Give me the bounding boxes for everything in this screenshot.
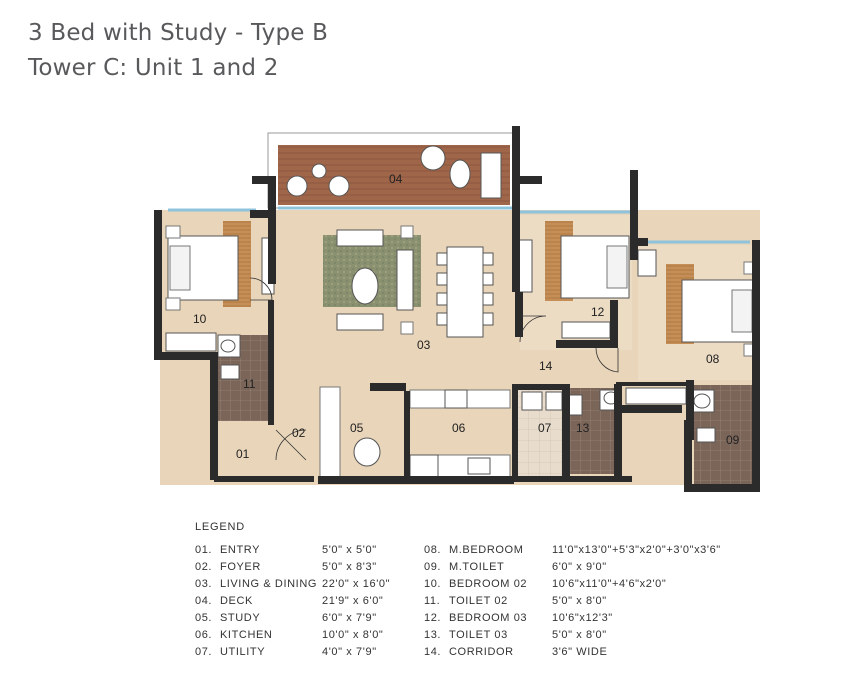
bedroom-03 (517, 221, 630, 339)
living-dining (323, 225, 494, 338)
room-label-13: 13 (576, 421, 590, 435)
bedroom-02 (165, 221, 275, 311)
master-toilet (689, 385, 756, 485)
room-label-10: 10 (193, 312, 207, 326)
plan-title: 3 Bed with Study - Type B (28, 20, 329, 46)
room-label-08: 08 (706, 352, 720, 366)
room-label-01: 01 (236, 447, 250, 461)
room-label-12: 12 (591, 305, 605, 319)
room-labels: 01 02 03 04 05 06 07 08 09 10 11 12 13 1… (193, 172, 740, 461)
toilet-02 (165, 332, 270, 421)
room-label-14: 14 (539, 359, 553, 373)
deck-area (267, 132, 515, 209)
room-label-06: 06 (452, 421, 466, 435)
room-label-07: 07 (538, 421, 552, 435)
door-swings (249, 277, 619, 461)
legend: LEGEND 01. ENTRY 5'0" x 5'0" 02. FOYER 5… (195, 521, 721, 658)
master-bedroom (637, 249, 757, 357)
room-label-05: 05 (350, 421, 364, 435)
room-label-11: 11 (243, 377, 256, 391)
walls (154, 126, 760, 492)
floor-plan: 01 02 03 04 05 06 07 08 09 10 11 12 13 1… (154, 126, 760, 492)
toilet-03 (567, 387, 687, 474)
plan-subtitle: Tower C: Unit 1 and 2 (28, 55, 279, 81)
room-label-09: 09 (726, 433, 740, 447)
room-label-04: 04 (389, 172, 403, 186)
legend-title: LEGEND (195, 521, 246, 533)
room-label-03: 03 (417, 338, 431, 352)
room-label-02: 02 (292, 426, 306, 440)
windows (168, 206, 750, 244)
